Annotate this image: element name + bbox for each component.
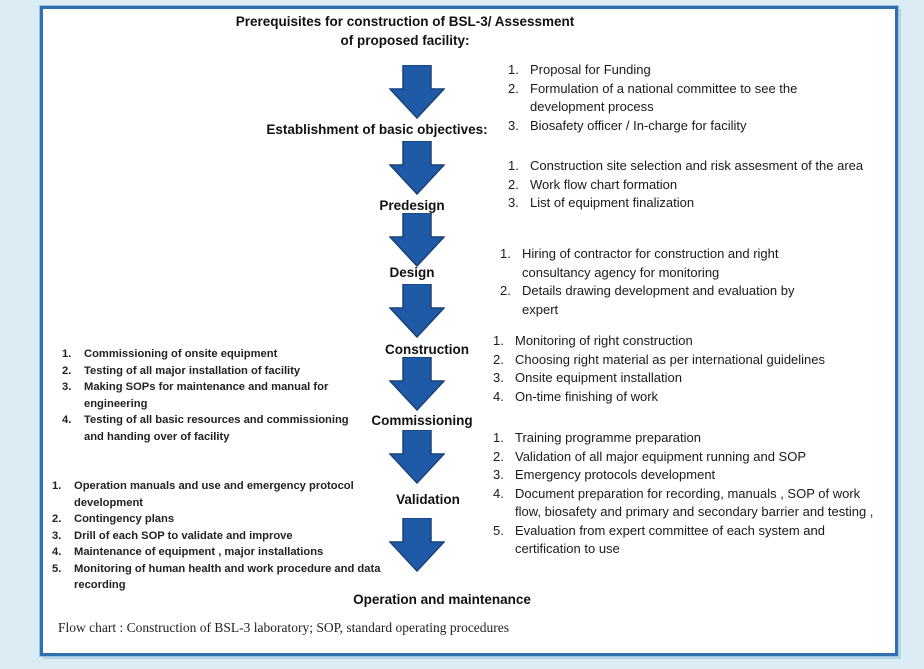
list-item: 2.Contingency plans <box>52 513 175 525</box>
down-arrow-icon <box>389 518 445 572</box>
list-item: 3.Making SOPs for maintenance and manual… <box>62 381 329 410</box>
stage-construction: Construction <box>385 342 469 357</box>
down-arrow-icon <box>389 430 445 484</box>
list-item: 3.Biosafety officer / In-charge for faci… <box>508 117 747 133</box>
list-item: 2.Formulation of a national committee to… <box>508 80 798 115</box>
predesign-list: 1.Construction site selection and risk a… <box>508 157 868 213</box>
validation-list: 1.Training programme preparation 2.Valid… <box>493 429 885 559</box>
operation-tasks-list: 1.Operation manuals and use and emergenc… <box>52 478 382 594</box>
construction-list: 1.Monitoring of right construction 2.Cho… <box>493 332 883 406</box>
list-item: 4.On-time finishing of work <box>493 388 659 404</box>
list-item: 3.Drill of each SOP to validate and impr… <box>52 529 293 542</box>
stage-validation: Validation <box>396 492 460 507</box>
stage-commissioning: Commissioning <box>371 413 473 428</box>
list-item: 1.Commissioning of onsite equipment <box>62 348 278 360</box>
down-arrow-icon <box>389 65 445 119</box>
down-arrow-icon <box>389 357 445 411</box>
list-item: 3.Onsite equipment installation <box>493 370 682 385</box>
design-list: 1.Hiring of contractor for construction … <box>500 245 830 319</box>
list-item: 5.Monitoring of human health and work pr… <box>52 562 381 592</box>
stage-operation-maintenance: Operation and maintenance <box>353 592 531 607</box>
list-item: 4.Testing of all basic resources and com… <box>62 414 349 443</box>
stage-predesign: Predesign <box>379 198 445 213</box>
figure-caption: Flow chart : Construction of BSL-3 labor… <box>58 620 510 635</box>
list-item: 2.Details drawing development and evalua… <box>500 283 795 317</box>
list-item: 1.Hiring of contractor for construction … <box>500 246 779 280</box>
stage-prerequisites-subtitle: of proposed facility: <box>340 33 470 48</box>
flowchart-frame <box>40 6 898 656</box>
list-item: 2.Choosing right material as per interna… <box>493 351 826 367</box>
list-item: 3.Emergency protocols development <box>493 467 716 482</box>
down-arrow-icon <box>389 284 445 338</box>
down-arrow-icon <box>389 141 445 195</box>
list-item: 1.Monitoring of right construction <box>493 333 693 348</box>
stage-design: Design <box>389 265 435 280</box>
list-item: 2.Validation of all major equipment runn… <box>493 448 806 464</box>
list-item: 1.Construction site selection and risk a… <box>508 158 864 173</box>
stage-basic-objectives: Establishment of basic objectives: <box>266 122 488 137</box>
list-item: 2.Work flow chart formation <box>508 176 678 192</box>
list-item: 3.List of equipment finalization <box>508 195 695 210</box>
list-item: 5.Evaluation from expert committee of ea… <box>493 522 825 557</box>
list-item: 1.Proposal for Funding <box>508 62 651 77</box>
prerequisites-list: 1.Proposal for Funding 2.Formulation of … <box>508 61 848 135</box>
list-item: 4.Maintenance of equipment , major insta… <box>52 546 324 558</box>
commissioning-tasks-list: 1.Commissioning of onsite equipment 2.Te… <box>62 346 364 445</box>
stage-prerequisites-title: Prerequisites for construction of BSL-3/… <box>235 14 575 29</box>
down-arrow-icon <box>389 213 445 267</box>
list-item: 1.Operation manuals and use and emergenc… <box>52 480 354 509</box>
list-item: 2.Testing of all major installation of f… <box>62 364 301 377</box>
list-item: 1.Training programme preparation <box>493 430 701 445</box>
list-item: 4.Document preparation for recording, ma… <box>493 485 874 520</box>
